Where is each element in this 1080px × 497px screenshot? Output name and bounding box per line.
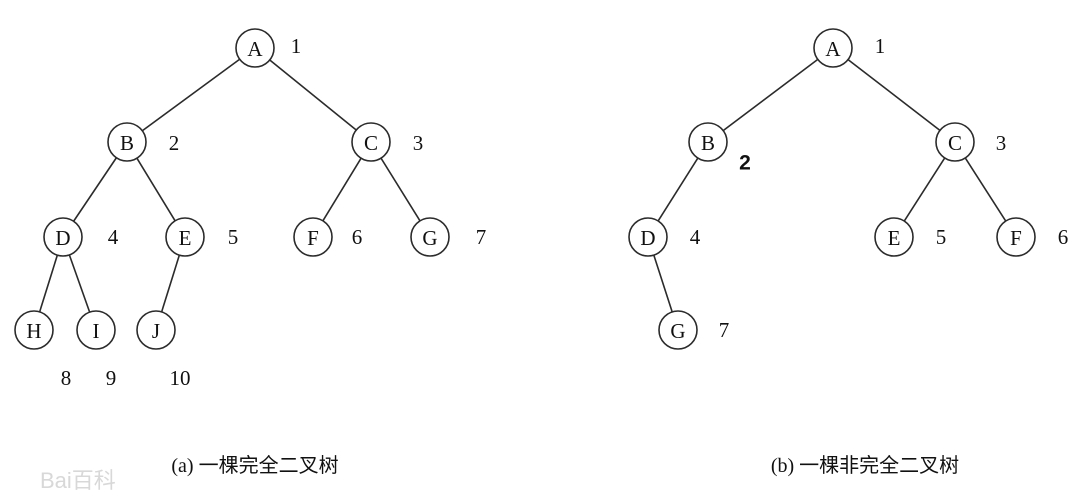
node-label: I [93, 319, 100, 343]
node-circle [813, 28, 853, 68]
tree-a-edge-d-i [68, 254, 91, 313]
node-circle [351, 122, 391, 162]
node-circle [874, 217, 914, 257]
tree-b-node-b: B2 [688, 122, 751, 175]
watermark: Bai百科 [40, 468, 116, 493]
node-number: 4 [108, 225, 119, 249]
node-label: D [640, 226, 655, 250]
tree-a-edges [38, 58, 421, 313]
node-circle [136, 310, 176, 350]
node-number: 5 [936, 225, 947, 249]
node-label: B [701, 131, 715, 155]
node-circle [235, 28, 275, 68]
node-label: F [307, 226, 319, 250]
node-number: 1 [291, 34, 302, 58]
tree-a-node-h: H8 [14, 310, 72, 390]
node-number: 1 [875, 34, 886, 58]
node-number: 4 [690, 225, 701, 249]
node-circle [43, 217, 83, 257]
node-label: B [120, 131, 134, 155]
node-label: E [888, 226, 901, 250]
node-number: 6 [1058, 225, 1069, 249]
node-label: H [26, 319, 41, 343]
node-label: D [55, 226, 70, 250]
tree-a-edge-b-e [136, 157, 176, 222]
node-circle [996, 217, 1036, 257]
tree-a-node-i: I9 [76, 310, 117, 390]
node-circle [935, 122, 975, 162]
node-number: 3 [413, 131, 424, 155]
tree-b-edge-c-f [964, 157, 1007, 222]
node-label: C [948, 131, 962, 155]
node-number: 8 [61, 366, 72, 390]
tree-b-edge-d-g [653, 254, 673, 313]
tree-b-edge-a-b [722, 58, 819, 132]
tree-a-edge-b-d [72, 157, 118, 222]
watermark-text: Bai百科 [40, 468, 116, 493]
node-number: 6 [352, 225, 363, 249]
tree-a-edge-a-b [141, 58, 241, 132]
node-number: 3 [996, 131, 1007, 155]
tree-a-node-j: J 10 [136, 310, 191, 390]
tree-a-edge-e-j [160, 254, 181, 313]
node-circle [293, 217, 333, 257]
node-label: A [247, 37, 263, 61]
node-label: J [152, 319, 160, 343]
node-circle [688, 122, 728, 162]
tree-a-edge-c-f [322, 157, 362, 222]
node-number: 2 [739, 152, 751, 175]
tree-a-edge-a-c [269, 59, 357, 131]
node-number: 7 [719, 318, 730, 342]
node-circle [410, 217, 450, 257]
node-label: G [422, 226, 437, 250]
tree-a-edge-c-g [380, 157, 421, 222]
node-circle [107, 122, 147, 162]
tree-b-edge-b-d [657, 157, 699, 222]
node-label: G [670, 319, 685, 343]
tree-a-edge-d-h [38, 254, 59, 313]
node-number: 7 [476, 225, 487, 249]
node-number: 10 [170, 366, 191, 390]
node-label: E [179, 226, 192, 250]
tree-b-edges [653, 58, 1007, 313]
tree-a-caption: (a) 一棵完全二叉树 [171, 454, 338, 477]
tree-b-edge-c-e [903, 157, 946, 222]
node-circle [76, 310, 116, 350]
node-circle [165, 217, 205, 257]
node-number: 9 [106, 366, 117, 390]
node-label: C [364, 131, 378, 155]
node-number: 5 [228, 225, 239, 249]
node-label: A [825, 37, 841, 61]
tree-b-edge-a-c [847, 58, 941, 132]
tree-b-caption: (b) 一棵非完全二叉树 [771, 454, 959, 477]
node-circle [628, 217, 668, 257]
node-circle [14, 310, 54, 350]
node-circle [658, 310, 698, 350]
node-label: F [1010, 226, 1022, 250]
node-number: 2 [169, 131, 180, 155]
